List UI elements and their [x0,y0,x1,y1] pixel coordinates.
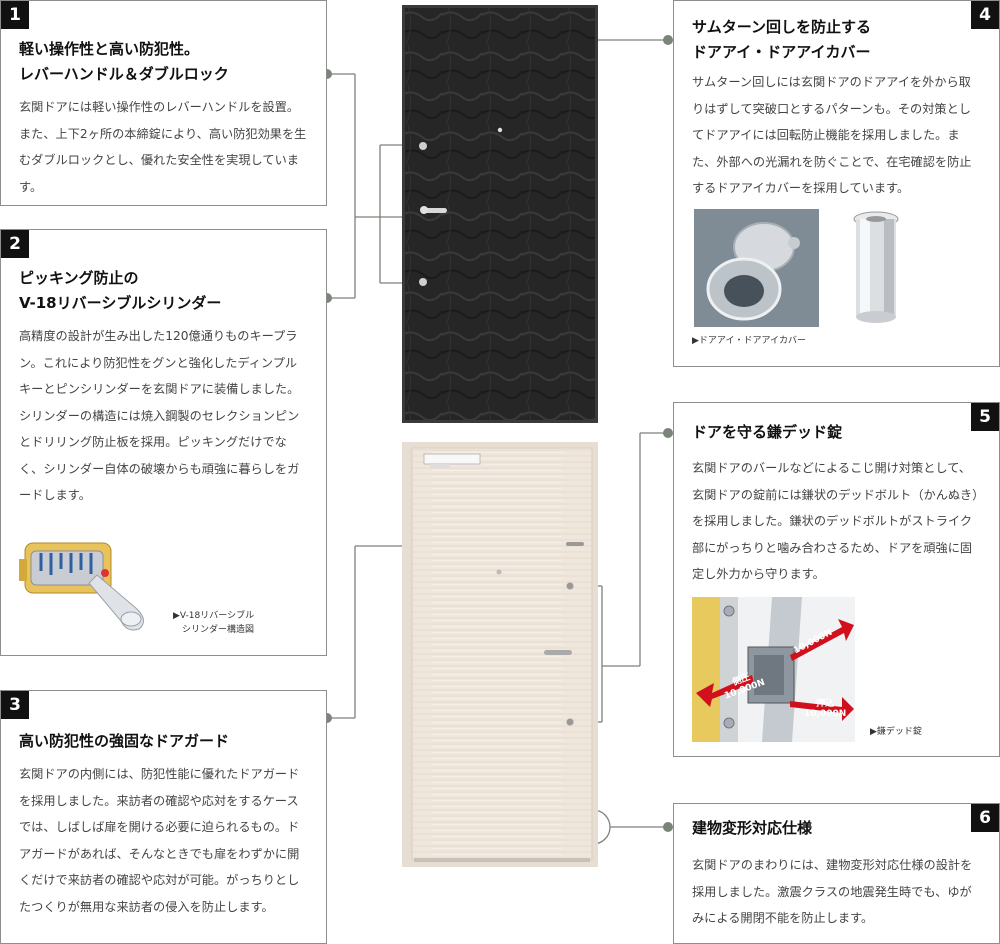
feature-description: 玄関ドアのバールなどによるこじ開け対策として、玄関ドアの錠前には鎌状のデッドボル… [692,461,979,581]
feature-description: サムターン回しには玄関ドアのドアアイを外から取りはずして突破口とするパターンも。… [692,75,972,195]
feature-number-badge: 1 [1,1,29,29]
inner-door-illustration [402,442,598,867]
image-caption: ▶鎌デッド錠 [870,727,922,737]
feature-title: ドアを守る鎌デッド錠 [692,423,843,441]
feature-title: 建物変形対応仕様 [692,819,813,837]
sickle-deadbolt-photo: 10,000N 側圧 10,000N 押込 10,000N [692,597,855,742]
feature-description: 玄関ドアには軽い操作性のレバーハンドルを設置。また、上下2ヶ所の本締錠により、高… [19,100,307,194]
door-eye-cover-photo [846,209,906,327]
feature-title: 軽い操作性と高い防犯性。 レバーハンドル＆ダブルロック [19,40,229,83]
feature-number-badge: 6 [971,804,999,832]
feature-card-5: 5 ドアを守る鎌デッド錠 玄関ドアのバールなどによるこじ開け対策として、玄関ドア… [673,402,1000,757]
door-eye-photo [694,209,819,327]
feature-card-4: 4 サムターン回しを防止する ドアアイ・ドアアイカバー サムターン回しには玄関ド… [673,0,1000,367]
feature-card-1: 1 軽い操作性と高い防犯性。 レバーハンドル＆ダブルロック 玄関ドアには軽い操作… [0,0,327,206]
feature-card-3: 3 高い防犯性の強固なドアガード 玄関ドアの内側には、防犯性能に優れたドアガード… [0,690,327,944]
cylinder-cutaway-image [17,513,157,633]
feature-description: 玄関ドアの内側には、防犯性能に優れたドアガードを採用しました。来訪者の確認や応対… [19,767,300,914]
feature-card-6: 6 建物変形対応仕様 玄関ドアのまわりには、建物変形対応仕様の設計を採用しました… [673,803,1000,944]
inner-door-image [402,442,598,867]
feature-description: 高精度の設計が生み出した120億通りものキープラン。これにより防犯性をグンと強化… [19,329,300,502]
feature-title: ピッキング防止の V-18リバーシブルシリンダー [19,269,222,312]
outer-door-image [402,5,598,423]
feature-number-badge: 5 [971,403,999,431]
outer-door-illustration [402,5,598,423]
force-badge-bottom: 押込 10,000N [804,699,847,719]
feature-title: 高い防犯性の強固なドアガード [19,732,230,750]
feature-number-badge: 2 [1,230,29,258]
feature-number-badge: 3 [1,691,29,719]
image-caption: ▶V-18リバーシブル シリンダー構造図 [173,611,255,635]
image-caption: ▶ドアアイ・ドアアイカバー [692,336,807,346]
feature-description: 玄関ドアのまわりには、建物変形対応仕様の設計を採用しました。激震クラスの地震発生… [692,858,973,925]
feature-number-badge: 4 [971,1,999,29]
feature-title: サムターン回しを防止する ドアアイ・ドアアイカバー [692,18,871,61]
feature-card-2: 2 ピッキング防止の V-18リバーシブルシリンダー 高精度の設計が生み出した1… [0,229,327,656]
